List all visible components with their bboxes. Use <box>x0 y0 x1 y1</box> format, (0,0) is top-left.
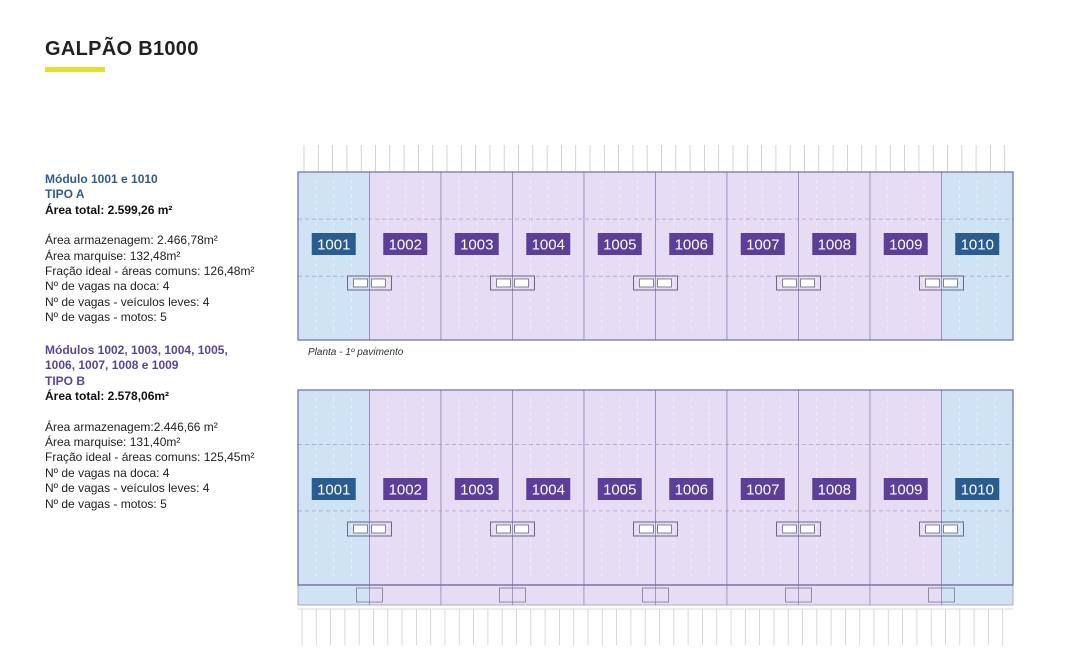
module-label-box <box>383 478 428 500</box>
type-b-info: Módulos 1002, 1003, 1004, 1005, 1006, 10… <box>45 343 290 512</box>
module-label-box <box>669 233 714 255</box>
module-label-box <box>597 233 642 255</box>
module-area <box>726 171 799 341</box>
module-label-1001: 1001 <box>317 482 350 499</box>
type-a-info: Módulo 1001 e 1010 TIPO A Área total: 2.… <box>45 172 290 326</box>
type-b-heading-1: Módulos 1002, 1003, 1004, 1005, <box>45 343 228 357</box>
title-underline <box>45 67 105 72</box>
module-label-1005: 1005 <box>603 482 636 499</box>
module-label-1003: 1003 <box>460 237 493 254</box>
module-label-1001: 1001 <box>317 237 350 254</box>
type-a-area-total: Área total: 2.599,26 m² <box>45 202 173 217</box>
module-label-box <box>955 478 1000 500</box>
type-a-line: Nº de vagas na doca: 4 <box>45 279 170 294</box>
dock-icon <box>490 275 535 291</box>
plan-top: 1001 1002 1003 1004 1005 1006 1007 1008 1009 1010 <box>297 143 1014 341</box>
module-label-1009: 1009 <box>889 237 922 254</box>
module-area <box>869 171 942 341</box>
type-a-line: Fração ideal - áreas comuns: 126,48m² <box>45 264 255 279</box>
dock-icon <box>776 275 821 291</box>
type-a-line: Nº de vagas - motos: 5 <box>45 310 167 325</box>
page-title: GALPÃO B1000 <box>45 38 199 60</box>
module-label-box <box>383 233 428 255</box>
dock-icon <box>776 521 821 537</box>
type-b-line: Nº de vagas - veículos leves: 4 <box>45 481 210 496</box>
type-a-heading: Módulo 1001 e 1010 <box>45 172 158 186</box>
dock-icon <box>633 521 678 537</box>
type-b-area-total: Área total: 2.578,06m² <box>45 389 170 404</box>
module-label-box <box>311 233 356 255</box>
module-label-box <box>955 233 1000 255</box>
module-label-box <box>311 478 356 500</box>
module-label-1008: 1008 <box>818 482 851 499</box>
dock-icon <box>347 275 392 291</box>
module-label-box <box>669 478 714 500</box>
plan-bottom: 1001 1002 1003 1004 1005 1006 1007 1008 1009 1010 <box>297 389 1014 586</box>
dock-icon <box>347 521 392 537</box>
dock-icon <box>633 275 678 291</box>
module-label-box <box>740 233 785 255</box>
module-area <box>297 171 370 341</box>
module-area <box>583 171 656 341</box>
module-label-1006: 1006 <box>675 237 708 254</box>
module-label-box <box>812 233 857 255</box>
module-label-box <box>812 478 857 500</box>
module-label-box <box>883 478 928 500</box>
module-label-1003: 1003 <box>460 482 493 499</box>
module-label-box <box>526 233 571 255</box>
type-b-heading-2: 1006, 1007, 1008 e 1009 <box>45 358 179 373</box>
type-b-line: Área armazenagem:2.446,66 m² <box>45 419 218 434</box>
module-label-1005: 1005 <box>603 237 636 254</box>
type-b-tipo: TIPO B <box>45 373 86 388</box>
module-label-1007: 1007 <box>746 482 779 499</box>
module-area <box>941 171 1014 341</box>
module-label-1007: 1007 <box>746 237 779 254</box>
module-label-box <box>883 233 928 255</box>
module-label-box <box>454 478 499 500</box>
module-label-box <box>740 478 785 500</box>
module-label-1004: 1004 <box>532 237 565 254</box>
module-label-box <box>454 233 499 255</box>
module-label-1010: 1010 <box>961 237 994 254</box>
module-label-box <box>597 478 642 500</box>
dock-icon <box>919 521 964 537</box>
module-label-1009: 1009 <box>889 482 922 499</box>
module-label-1002: 1002 <box>389 482 422 499</box>
marquise-strip <box>297 584 1014 645</box>
type-b-line: Área marquise: 131,40m² <box>45 435 181 450</box>
dock-icon <box>919 275 964 291</box>
type-b-line: Nº de vagas - motos: 5 <box>45 496 167 511</box>
module-label-1010: 1010 <box>961 482 994 499</box>
type-a-line: Área armazenagem: 2.466,78m² <box>45 233 218 248</box>
module-label-1008: 1008 <box>818 237 851 254</box>
plan-caption: Planta - 1º pavimento <box>308 347 404 358</box>
type-b-line: Nº de vagas na doca: 4 <box>45 465 170 480</box>
module-label-1006: 1006 <box>675 482 708 499</box>
type-a-line: Área marquise: 132,48m² <box>45 248 181 263</box>
type-b-line: Fração ideal - áreas comuns: 125,45m² <box>45 450 255 465</box>
type-a-line: Nº de vagas - veículos leves: 4 <box>45 294 210 309</box>
type-a-tipo: TIPO A <box>45 187 85 202</box>
module-label-1002: 1002 <box>389 237 422 254</box>
module-label-box <box>526 478 571 500</box>
plan-top-top-fence <box>298 143 1013 173</box>
dock-icon <box>490 521 535 537</box>
module-label-1004: 1004 <box>532 482 565 499</box>
module-area <box>369 171 442 341</box>
